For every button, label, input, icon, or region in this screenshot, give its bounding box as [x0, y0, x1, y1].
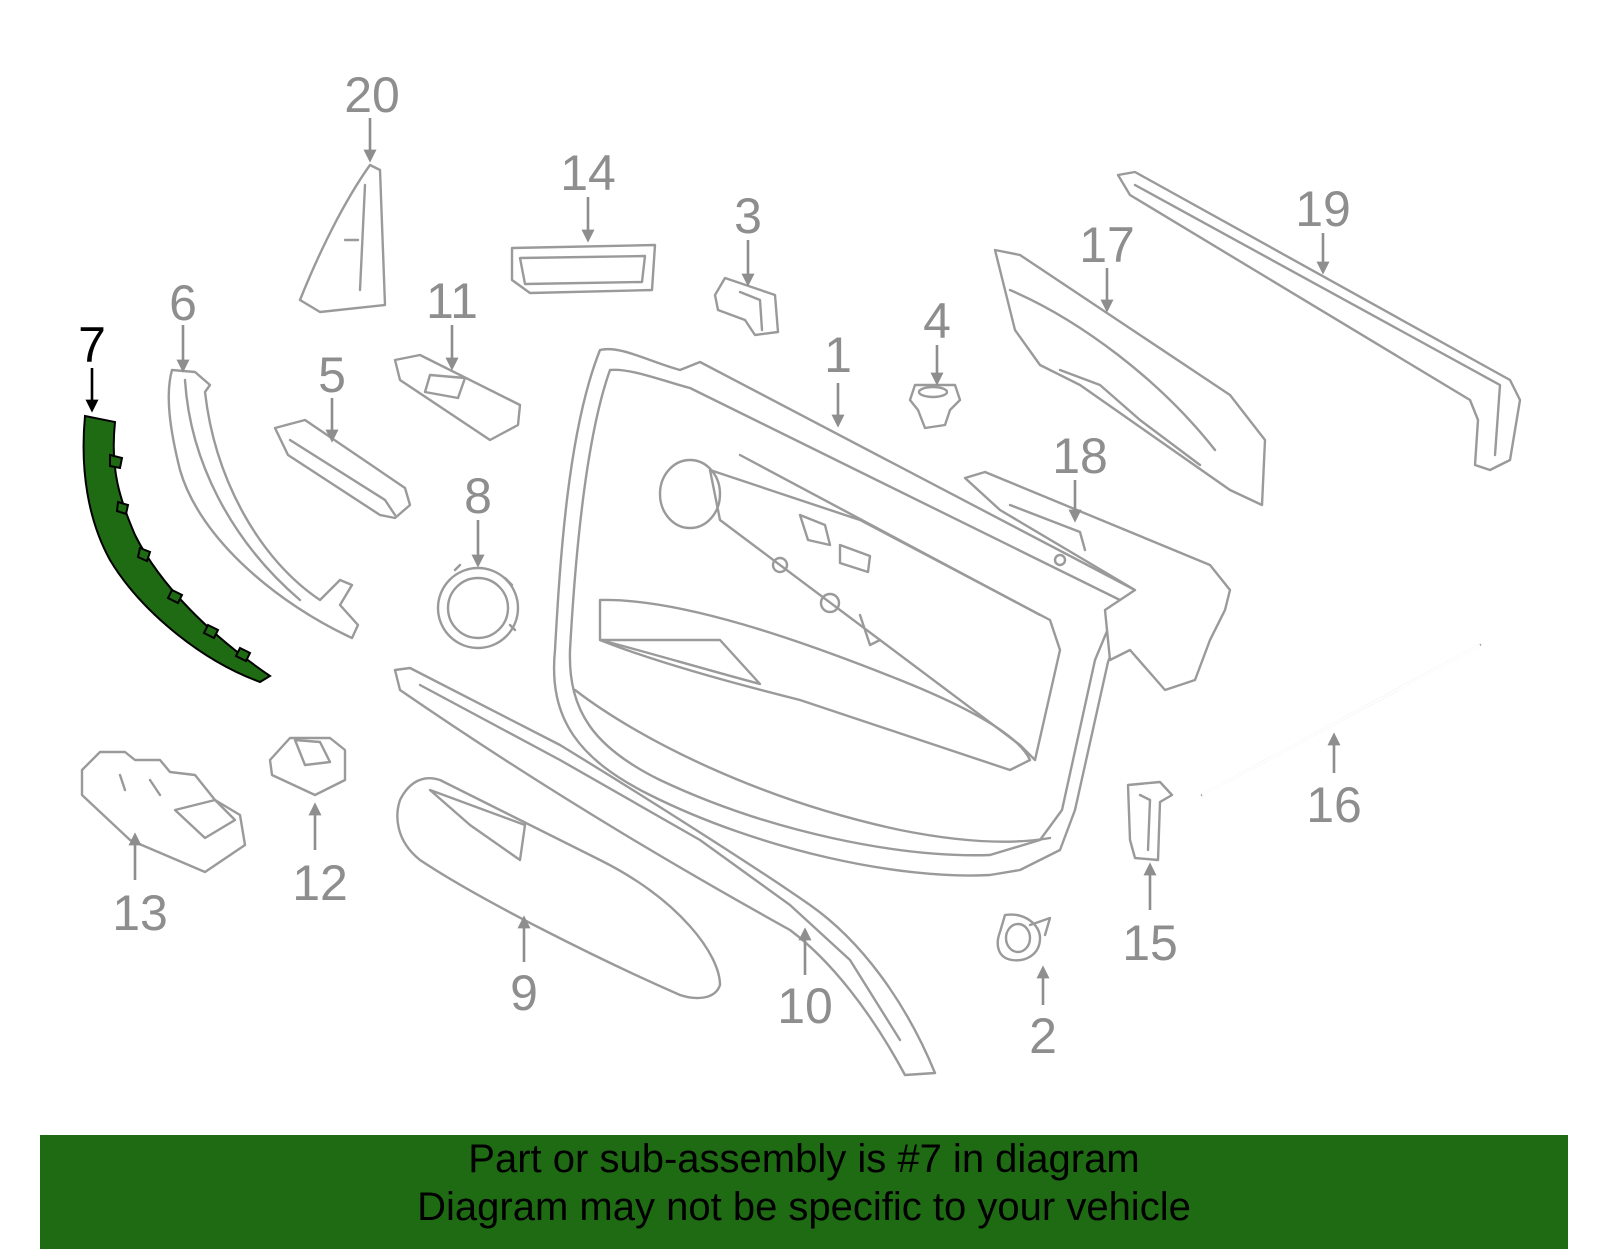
callout-8: 8: [464, 468, 492, 524]
callout-labels: 1 2 3 4 5 6 7 8 9 10 11 12 13 14 15 16 1…: [78, 67, 1362, 1064]
callout-1: 1: [824, 327, 852, 383]
part-4-grommet: [908, 383, 962, 430]
part-14-pocket-insert: [510, 243, 657, 295]
part-1-door-panel: [552, 347, 1137, 877]
part-19-long-rail: [1116, 170, 1522, 472]
callout-10: 10: [777, 978, 833, 1034]
callout-5: 5: [318, 347, 346, 403]
part-9-armrest-trim: [396, 777, 722, 1000]
part-6-trim-strip: [167, 368, 360, 640]
part-11-switch-trim: [393, 353, 522, 442]
banner-line-1: Part or sub-assembly is #7 in diagram: [468, 1137, 1140, 1181]
callout-18: 18: [1052, 428, 1108, 484]
callout-14: 14: [560, 145, 616, 201]
door-trim-parts-diagram: 1 2 3 4 5 6 7 8 9 10 11 12 13 14 15 16 1…: [78, 67, 1522, 1077]
info-banner: Part or sub-assembly is #7 in diagram Di…: [40, 1135, 1568, 1249]
callout-7: 7: [78, 317, 106, 373]
callout-13: 13: [112, 885, 168, 941]
callout-11: 11: [426, 273, 478, 329]
part-7-highlighted-trim: [82, 414, 272, 684]
callout-2: 2: [1029, 1008, 1057, 1064]
callout-3: 3: [734, 188, 762, 244]
part-5-handle-trim: [273, 418, 412, 520]
callout-6: 6: [169, 275, 197, 331]
part-2-clip: [996, 913, 1052, 962]
part-8-speaker-ring: [436, 563, 520, 650]
callout-16: 16: [1306, 777, 1362, 833]
part-20-triangle-trim: [298, 163, 387, 314]
callout-20: 20: [344, 67, 400, 123]
part-12-switch: [268, 736, 347, 797]
callout-17: 17: [1079, 217, 1135, 273]
callout-15: 15: [1122, 915, 1178, 971]
part-17-upper-trim: [993, 248, 1267, 507]
callout-arrows: [85, 118, 1341, 1005]
callout-12: 12: [292, 855, 348, 911]
part-3-bracket: [713, 276, 780, 337]
part-13-window-switch: [80, 750, 247, 874]
part-15-clip-bracket: [1126, 780, 1174, 862]
part-18-lower-bracket: [963, 470, 1232, 692]
banner-line-2: Diagram may not be specific to your vehi…: [417, 1185, 1191, 1229]
callout-4: 4: [923, 293, 951, 349]
callout-19: 19: [1295, 181, 1351, 237]
part-10-long-trim: [393, 666, 937, 1077]
part-16-rod: [1200, 643, 1482, 797]
callout-9: 9: [510, 965, 538, 1021]
